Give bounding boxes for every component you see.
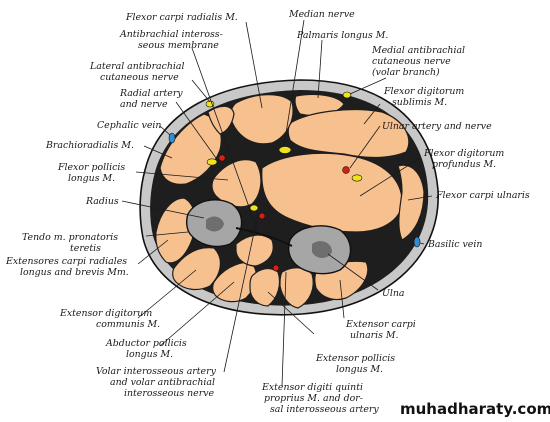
leader-fds xyxy=(363,103,381,125)
label-lateral-cutaneous-line2: cutaneous nerve xyxy=(100,72,179,83)
label-epl-line1: Extensor pollicis xyxy=(315,353,395,364)
radius-marrow xyxy=(206,216,224,232)
leader-volar-interosseous xyxy=(223,213,259,373)
label-radius: Radius xyxy=(85,196,119,207)
label-fdp-line1: Flexor digitorum xyxy=(423,148,504,159)
label-ecr-line1: Extensores carpi radiales xyxy=(5,256,127,267)
radial-artery-dot xyxy=(218,154,226,162)
label-pronator-line2: teretis xyxy=(70,243,101,254)
label-flexor-carpi-ulnaris: Flexor carpi ulnaris xyxy=(435,190,530,201)
label-volar-line3: interosseous nerve xyxy=(124,388,214,399)
leader-brachioradialis xyxy=(143,145,173,159)
leader-basilic xyxy=(419,242,425,245)
deep-extensor-muscle xyxy=(235,234,274,267)
label-edq-line2: proprius M. and dor- xyxy=(264,393,363,404)
label-volar-line1: Volar interosseous artery xyxy=(96,366,217,377)
label-lateral-cutaneous-line1: Lateral antibrachial xyxy=(89,61,185,72)
label-interosseous-line2: seous membrane xyxy=(138,40,219,51)
label-ulna: Ulna xyxy=(382,288,405,299)
label-apl-line1: Abductor pollicis xyxy=(105,338,187,349)
leader-interosseous-membrane xyxy=(191,47,259,233)
leader-medial-cutaneous xyxy=(349,77,387,95)
label-volar-line2: and volar antibrachial xyxy=(110,377,215,388)
label-ecu-line2: ulnaris M. xyxy=(350,330,399,341)
label-interosseous-line1: Antibrachial inteross- xyxy=(119,29,223,40)
extensor-pollicis-longus-muscle xyxy=(249,267,281,307)
labels: Flexor carpi radialis M. Median nerve Pa… xyxy=(5,9,550,418)
ulnar-artery-dot xyxy=(342,166,350,174)
watermark: muhadharaty.com xyxy=(400,400,550,418)
label-cephalic-vein: Cephalic vein xyxy=(97,120,161,131)
volar-interosseous-artery-dot xyxy=(258,212,266,220)
label-fds-line2: sublimis M. xyxy=(392,97,447,108)
label-fds-line1: Flexor digitorum xyxy=(383,86,464,97)
label-brachioradialis: Brachioradialis M. xyxy=(45,140,134,151)
basilic-vein-dot xyxy=(413,236,421,248)
label-edq-line1: Extensor digiti quinti xyxy=(261,382,363,393)
flexor-digitorum-sublimis-muscle xyxy=(287,109,410,159)
brachioradialis-muscle xyxy=(159,113,222,185)
leader-flexor-carpi-radialis xyxy=(245,21,263,109)
leader-fpl xyxy=(135,171,229,181)
leader-ecu xyxy=(339,279,345,319)
lateral-cutaneous-nerve xyxy=(205,100,215,108)
label-median-nerve: Median nerve xyxy=(288,9,355,20)
label-medial-cutaneous-line2: cutaneous nerve xyxy=(372,56,451,67)
median-nerve-dot xyxy=(278,146,292,154)
leader-fcu xyxy=(407,195,433,201)
label-pronator-line1: Tendo m. pronatoris xyxy=(22,232,118,243)
label-ulnar-artery-nerve: Ulnar artery and nerve xyxy=(382,121,492,132)
ulnar-nerve-dot xyxy=(351,174,363,182)
leader-lateral-cutaneous xyxy=(191,79,211,103)
leader-ulna xyxy=(327,253,379,291)
medial-cutaneous-nerve xyxy=(342,91,352,99)
leader-apl xyxy=(159,281,235,347)
leader-cephalic xyxy=(159,125,171,136)
ulna-marrow xyxy=(312,241,332,258)
vessels-nerves xyxy=(168,91,421,272)
leader-lines xyxy=(121,19,433,387)
lateral-wedge-muscle xyxy=(207,105,235,135)
label-edq-line3: sal interosseous artery xyxy=(270,404,379,415)
leader-edq xyxy=(281,271,287,387)
label-basilic-vein: Basilic vein xyxy=(427,239,482,250)
label-medial-cutaneous-line3: (volar branch) xyxy=(372,67,440,78)
leader-ulnar xyxy=(349,125,381,169)
bones xyxy=(185,199,352,275)
label-flexor-carpi-radialis: Flexor carpi radialis M. xyxy=(125,12,238,23)
label-ecr-line2: longus and brevis Mm. xyxy=(20,267,129,278)
muscle-group xyxy=(155,93,425,309)
flexor-digitorum-profundus-muscle xyxy=(261,152,403,233)
dorsal-interosseous-artery-dot xyxy=(272,264,280,272)
label-medial-cutaneous-line1: Medial antibrachial xyxy=(371,45,465,56)
leader-fdp xyxy=(359,157,421,197)
leader-palmaris xyxy=(317,39,323,99)
label-fpl-line2: longus M. xyxy=(68,173,115,184)
label-palmaris-longus: Palmaris longus M. xyxy=(296,30,388,41)
label-edc-line1: Extensor digitorum xyxy=(59,308,152,319)
leader-edc xyxy=(137,269,197,319)
flexor-carpi-ulnaris-muscle xyxy=(397,164,425,241)
label-fdp-line2: profundus M. xyxy=(432,159,496,170)
leader-ecr xyxy=(137,239,169,265)
interosseous-membrane xyxy=(235,227,293,247)
leader-epl xyxy=(267,291,315,335)
leader-radius xyxy=(121,200,205,219)
label-radial-artery-line1: Radial artery xyxy=(119,88,183,99)
label-epl-line2: longus M. xyxy=(336,364,383,375)
label-fpl-line1: Flexor pollicis xyxy=(57,162,125,173)
radial-nerve-dot xyxy=(206,158,218,166)
flexor-pollicis-longus-muscle xyxy=(211,159,262,208)
leader-median-nerve xyxy=(283,19,305,147)
leader-radial-artery xyxy=(175,101,217,159)
label-apl-line2: longus M. xyxy=(126,349,173,360)
label-edc-line2: communis M. xyxy=(96,319,160,330)
leader-pronator xyxy=(145,231,189,237)
volar-interosseous-nerve-dot xyxy=(249,204,259,212)
label-radial-artery-line2: and nerve xyxy=(120,99,168,110)
label-ecu-line1: Extensor carpi xyxy=(345,319,416,330)
cephalic-vein-dot xyxy=(168,132,176,144)
